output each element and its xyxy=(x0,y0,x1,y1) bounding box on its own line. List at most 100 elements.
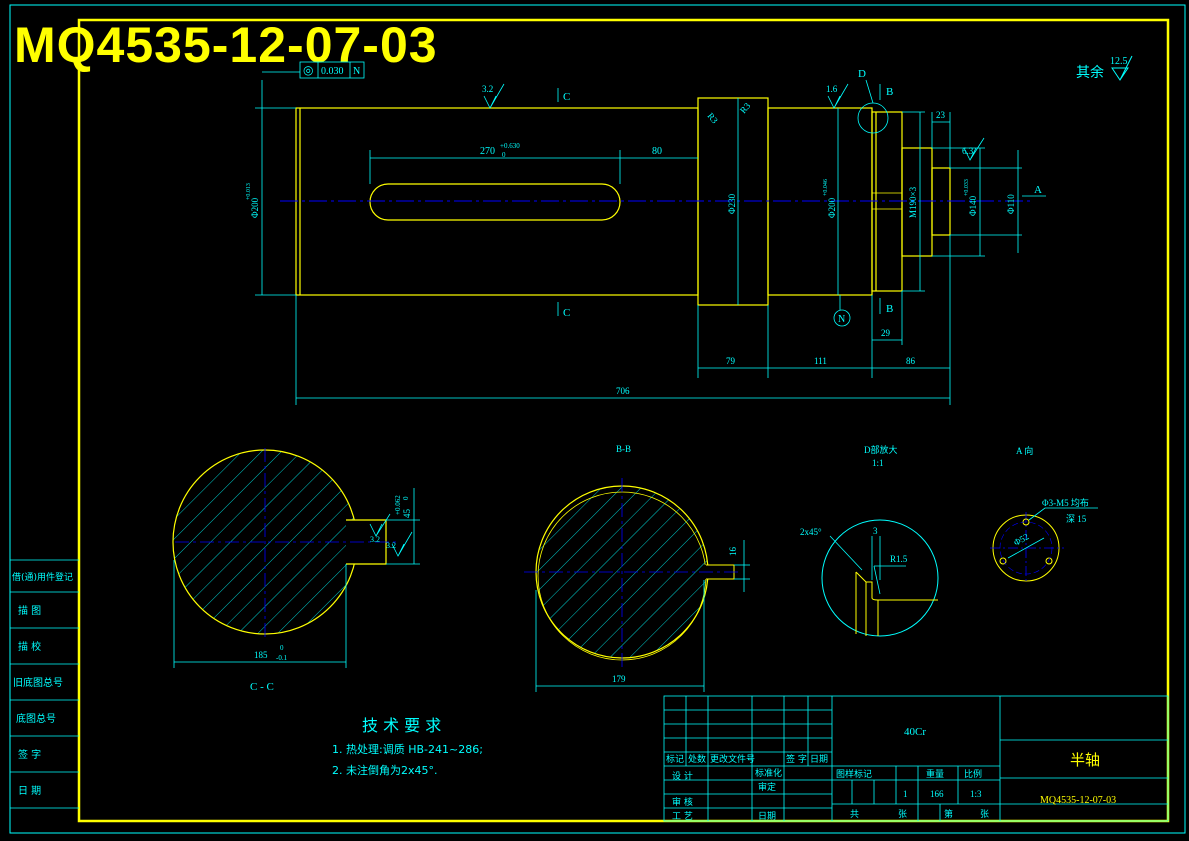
cc-key-tol-up: +0.062 xyxy=(394,495,402,515)
tb-sign-mid-0: 标准化 xyxy=(755,767,782,779)
roughness-3-2: 3.2 xyxy=(482,84,493,94)
side-label-6: 日 期 xyxy=(18,785,41,797)
side-label-3: 旧底图总号 xyxy=(13,676,63,689)
dia-200-mid: Φ200 xyxy=(827,197,837,218)
view-mark-a: A xyxy=(1034,184,1042,196)
section-mark-c-top: C xyxy=(563,91,570,103)
dim-79: 79 xyxy=(726,356,736,366)
top-view-dimensions xyxy=(255,61,1046,405)
tb-sign-row-2: 工 艺 xyxy=(672,811,693,822)
dim-706: 706 xyxy=(616,386,630,396)
tb-material: 40Cr xyxy=(904,726,926,738)
radius-r3-right: R3 xyxy=(738,100,753,115)
detail-d-chamfer: 2x45° xyxy=(800,527,822,537)
tech-requirements: 技 术 要 求 1. 热处理:调质 HB-241~286; 2. 未注倒角为2x… xyxy=(332,716,483,777)
section-mark-b-bottom: B xyxy=(886,303,893,315)
tb-scale: 1:3 xyxy=(970,789,982,799)
tb-change-h1: 处数 xyxy=(688,753,706,765)
drawing-number-big: MQ4535-12-07-03 xyxy=(14,17,438,73)
tb-sign-mid-1: 审定 xyxy=(758,781,776,793)
title-block-texts: 40Cr 半轴 MQ4535-12-07-03 标记 处数 更改文件号 签 字 … xyxy=(666,726,1116,822)
general-roughness-label: 其余 xyxy=(1076,64,1104,81)
tb-change-h3: 签 字 xyxy=(786,753,807,765)
side-label-1: 描 图 xyxy=(18,604,41,617)
cc-title: C - C xyxy=(250,681,274,693)
roughness-6-3: 6.3 xyxy=(962,146,974,156)
tech-req-item-1: 1. 热处理:调质 HB-241~286; xyxy=(332,743,483,756)
keyway-slot xyxy=(369,183,621,221)
tb-change-h0: 标记 xyxy=(666,753,684,765)
outer-frame xyxy=(9,4,1186,834)
dia-200-left-tol: +0.013 xyxy=(246,183,252,200)
cc-key-width: 45 xyxy=(402,509,412,519)
tb-sheet-1: 张 xyxy=(898,809,907,820)
section-mark-b-top: B xyxy=(886,86,893,98)
detail-mark-d: D xyxy=(858,68,866,80)
tb-change-h4: 日期 xyxy=(810,754,828,765)
detail-d-s: 3 xyxy=(873,526,878,536)
roughness-marks-top xyxy=(483,83,985,161)
detail-d: D部放大 1:1 2x45° 3 R1.5 xyxy=(800,444,939,637)
cc-width-tol: -0.1 xyxy=(276,654,288,662)
side-table xyxy=(9,559,79,833)
keyway-length: 270 xyxy=(480,146,495,157)
runout-symbol: ◎ xyxy=(303,63,313,77)
tb-part-name: 半轴 xyxy=(1070,751,1100,769)
view-a-holes: Φ3-M5 均布 xyxy=(1042,497,1089,508)
roughness-symbol-icon xyxy=(1111,55,1133,81)
cc-width: 185 xyxy=(254,650,268,660)
keyway-offset: 80 xyxy=(652,146,662,157)
section-cc: 185 -0.1 0 45 +0.062 0 3.2 3.2 C - C xyxy=(172,448,420,693)
inner-frame xyxy=(77,18,1170,823)
keyway-tol-lower: 0 xyxy=(502,151,506,159)
side-label-0: 借(通)用件登记 xyxy=(12,571,73,583)
tb-weight: 166 xyxy=(930,789,944,799)
tb-sign-row-1: 审 核 xyxy=(672,796,693,808)
cc-width-tol0: 0 xyxy=(280,644,284,652)
dia-200-left: Φ200 xyxy=(250,197,260,218)
tb-sheet-no: 第 xyxy=(944,808,953,820)
side-label-2: 描 校 xyxy=(18,640,41,653)
tb-count: 1 xyxy=(903,789,908,799)
dia-230: Φ230 xyxy=(727,193,737,214)
view-a-depth: 深 15 xyxy=(1066,514,1087,524)
cc-roughness-2: 3.2 xyxy=(386,541,396,550)
dia-110: Φ110 xyxy=(1006,194,1016,214)
general-roughness-value: 12.5 xyxy=(1110,56,1128,67)
tb-stage-h0: 图样标记 xyxy=(836,768,872,780)
view-a-pcd: Φ52 xyxy=(1012,531,1031,547)
detail-d-radius: R1.5 xyxy=(890,554,908,564)
section-mark-c-bottom: C xyxy=(563,307,570,319)
tb-sheet-total: 共 xyxy=(850,809,859,820)
cc-roughness-1: 3.2 xyxy=(370,535,380,544)
dia-140: Φ140 xyxy=(968,195,978,216)
tb-sign-mid-2: 日期 xyxy=(758,811,776,822)
top-view-texts: ◎ 0.030 N 3.2 1.6 6.3 C C B B D A N 270 … xyxy=(246,63,1042,396)
tb-change-h2: 更改文件号 xyxy=(710,753,755,765)
bb-key: 16 xyxy=(728,547,738,557)
dia-140-tol: +0.033 xyxy=(964,179,970,196)
section-bb: B-B 179 16 xyxy=(524,444,750,692)
tb-stage-h2: 比例 xyxy=(964,768,982,780)
view-a-title: A 向 xyxy=(1016,445,1033,456)
side-label-4: 底图总号 xyxy=(16,712,56,725)
tb-drawing-no: MQ4535-12-07-03 xyxy=(1040,795,1116,806)
bb-width: 179 xyxy=(612,674,626,684)
side-label-5: 签 字 xyxy=(18,748,41,761)
roughness-1-6: 1.6 xyxy=(826,84,838,94)
side-table-labels: 借(通)用件登记 描 图 描 校 旧底图总号 底图总号 签 字 日 期 xyxy=(12,571,73,797)
tech-req-item-2: 2. 未注倒角为2x45°. xyxy=(332,763,438,777)
detail-d-title: D部放大 xyxy=(864,444,898,455)
title-block xyxy=(663,695,1169,822)
tb-sheet-2: 张 xyxy=(980,809,989,820)
runout-value: 0.030 xyxy=(321,66,344,77)
datum-n: N xyxy=(838,314,845,325)
tech-req-title: 技 术 要 求 xyxy=(362,716,441,735)
dim-86: 86 xyxy=(906,356,916,366)
dia-200-mid-tol: +0.046 xyxy=(823,179,829,196)
radius-r3-left: R3 xyxy=(705,111,720,126)
runout-datum: N xyxy=(353,66,360,77)
cc-key-tol-lo: 0 xyxy=(402,496,410,500)
tb-stage-h1: 重量 xyxy=(926,768,944,780)
